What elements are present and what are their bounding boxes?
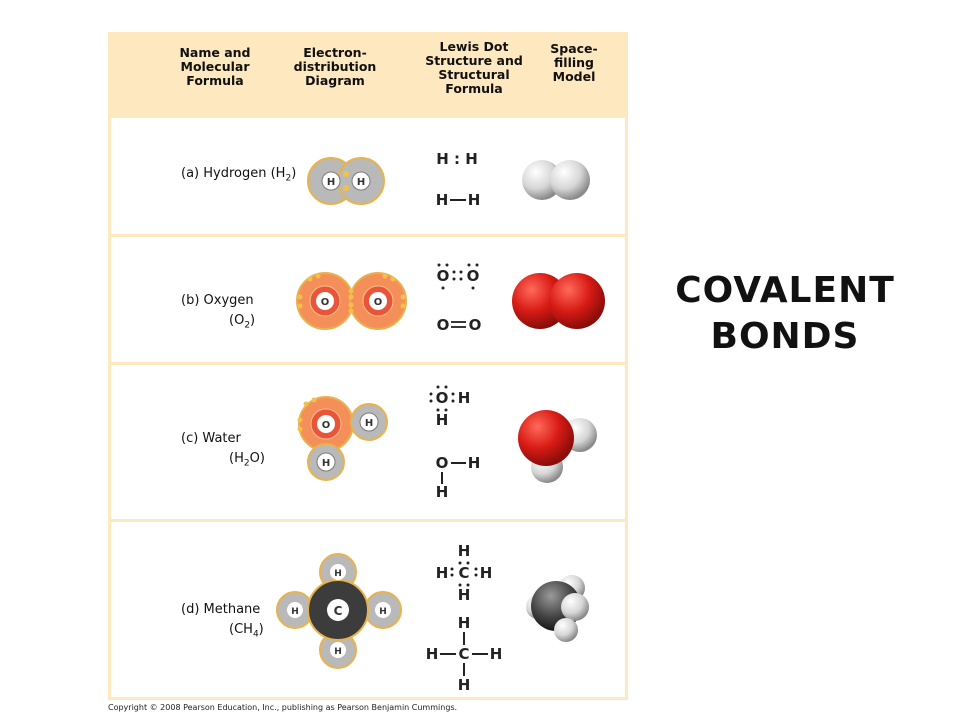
ch4-struct-h-bottom: H <box>458 676 471 694</box>
ch4-atom-label-h2: H <box>334 647 342 657</box>
lewis-structures: H : H H H O O O O O H H O H H H H C H H <box>426 150 503 694</box>
ch4-atom-label-h3: H <box>291 607 299 617</box>
ch4-lewis-h-left: H <box>436 564 449 582</box>
ch4-lewis-h-right: H <box>480 564 493 582</box>
hydrogen-name: (a) Hydrogen (H2) <box>181 166 297 184</box>
h2-electron-diagram: H H <box>307 157 385 205</box>
methane-name-line1: (d) Methane <box>181 602 261 617</box>
ch4-lewis-h-bottom: H <box>458 586 471 604</box>
o2-lewis-o2: O <box>467 267 480 285</box>
h2o-struct-h2: H <box>436 483 449 501</box>
h2-struct-h1: H <box>436 191 449 209</box>
ch4-electron-diagram: C H H H H <box>276 553 402 669</box>
h2-space-filling <box>522 160 590 200</box>
oxygen-name-line1: (b) Oxygen <box>181 293 254 308</box>
h2-lewis-dot: H : H <box>436 150 478 168</box>
ch4-lewis-c: C <box>458 564 469 582</box>
copyright-notice: Copyright © 2008 Pearson Education, Inc.… <box>108 703 458 712</box>
o2-space-filling <box>512 273 605 329</box>
h2o-lewis-o: O <box>436 389 449 407</box>
ch4-struct-h-top: H <box>458 614 471 632</box>
header-space-filling: Space- filling Model <box>550 41 598 84</box>
figure-panel: Name and Molecular Formula Electron- dis… <box>108 32 628 700</box>
h2o-space-filling <box>518 410 597 483</box>
header-electron-diagram: Electron- distribution Diagram <box>293 45 377 88</box>
column-headers: Name and Molecular Formula Electron- dis… <box>108 32 628 118</box>
h2o-lewis-h1: H <box>458 389 471 407</box>
methane-name-line2: (CH4) <box>229 622 264 640</box>
water-name-line2: (H2O) <box>229 451 265 469</box>
h2-atom-label-1: H <box>327 177 335 188</box>
h2o-electron-diagram: O H H <box>297 396 388 481</box>
h2o-atom-label-h2: H <box>322 458 330 469</box>
o2-lewis-o1: O <box>437 267 450 285</box>
water-name-line1: (c) Water <box>181 431 241 446</box>
h2o-struct-o: O <box>436 454 449 472</box>
oxygen-name-line2: (O2) <box>229 313 256 331</box>
o2-struct-o2: O <box>469 316 482 334</box>
o2-atom-label-2: O <box>374 297 383 308</box>
o2-atom-label-1: O <box>321 297 330 308</box>
ch4-atom-label-h1: H <box>334 569 342 579</box>
h2o-struct-h1: H <box>468 454 481 472</box>
ch4-space-filling <box>526 575 589 642</box>
ch4-atom-label-h4: H <box>379 607 387 617</box>
ch4-struct-c: C <box>458 645 469 663</box>
h2-struct-h2: H <box>468 191 481 209</box>
header-lewis-structure: Lewis Dot Structure and Structural Formu… <box>425 39 523 96</box>
header-name-formula: Name and Molecular Formula <box>179 45 251 88</box>
h2-atom-label-2: H <box>357 177 365 188</box>
title-line-1: COVALENT <box>675 270 895 311</box>
ch4-atom-label-c: C <box>334 604 343 618</box>
h2o-lewis-h2: H <box>436 411 449 429</box>
title-line-2: BONDS <box>710 316 860 357</box>
page-title: COVALENT BONDS <box>660 268 910 360</box>
ch4-struct-h-right: H <box>490 645 503 663</box>
h2o-atom-label-o: O <box>322 420 331 431</box>
o2-electron-diagram: O O <box>296 272 407 330</box>
o2-struct-o1: O <box>437 316 450 334</box>
ch4-struct-h-left: H <box>426 645 439 663</box>
ch4-lewis-h-top: H <box>458 542 471 560</box>
h2o-atom-label-h1: H <box>365 418 373 429</box>
